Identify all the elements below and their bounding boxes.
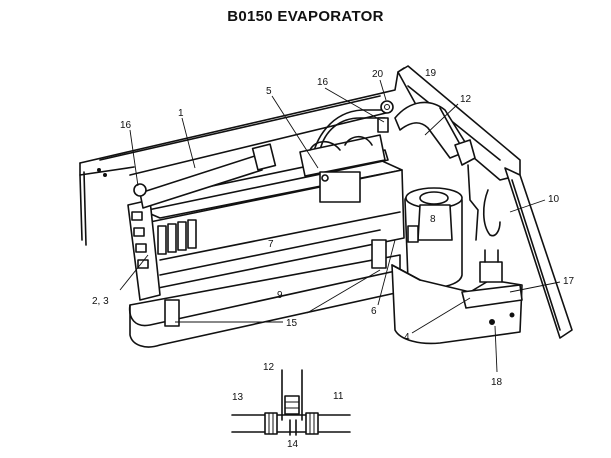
diagram-title: B0150 EVAPORATOR [227, 8, 384, 25]
water-trough [128, 239, 401, 348]
callout-12b: 12 [263, 362, 275, 373]
water-pump [404, 187, 463, 289]
callout-1: 1 [178, 108, 184, 119]
bulb-tube [133, 143, 277, 209]
callout-20: 20 [372, 69, 384, 80]
callout-15: 15 [286, 318, 298, 329]
callout-14: 14 [287, 439, 299, 450]
callout-2-3: 2, 3 [92, 296, 109, 307]
callout-8: 8 [430, 214, 436, 225]
callout-5: 5 [266, 86, 272, 97]
callout-18: 18 [491, 377, 503, 388]
callout-7: 7 [268, 239, 274, 250]
callout-4: 4 [404, 332, 410, 343]
callout-16b: 16 [317, 77, 329, 88]
callouts: 1 16 5 16 20 19 12 10 8 7 2, 3 9 15 6 4 … [92, 68, 575, 450]
reservoir [391, 249, 523, 345]
callout-17: 17 [563, 276, 575, 287]
callout-11: 11 [333, 391, 344, 402]
callout-19: 19 [425, 68, 437, 79]
inset-detail [231, 369, 351, 436]
callout-9: 9 [277, 290, 283, 301]
callout-16a: 16 [120, 120, 132, 131]
callout-12a: 12 [460, 94, 472, 105]
side-panel [397, 65, 573, 339]
callout-13: 13 [232, 392, 244, 403]
callout-6: 6 [371, 306, 377, 317]
drain-trough [394, 101, 501, 241]
leader-lines [119, 79, 561, 373]
clip-assembly [299, 134, 386, 203]
callout-10: 10 [548, 194, 560, 205]
